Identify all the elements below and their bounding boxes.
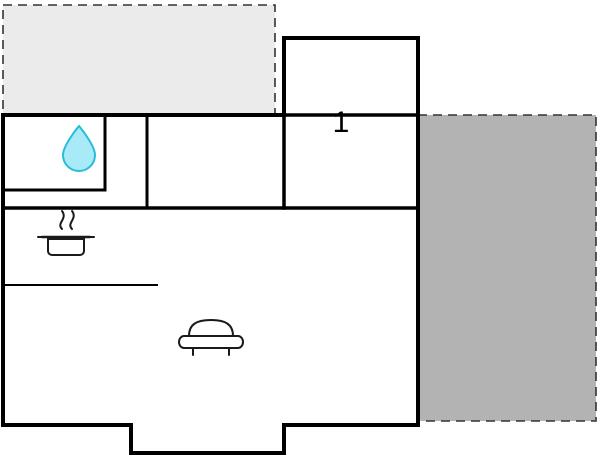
area-terrace-right: [417, 114, 597, 422]
water-drop-shape: [61, 124, 97, 172]
sofa-seat: [178, 335, 244, 349]
sofa-back: [188, 319, 234, 337]
water-drop-icon: [61, 124, 97, 172]
area-terrace-top-left: [2, 4, 276, 116]
wall-kitchen-nook: [1, 113, 107, 192]
terrace-top-left-rect: [2, 4, 276, 116]
cooking-pot-icon: [37, 210, 95, 256]
pot-steam-left: [59, 210, 65, 230]
room-label-1: 1: [333, 106, 350, 139]
terrace-right-rect: [417, 114, 597, 422]
sofa-legs: [192, 347, 230, 356]
interior-walls: [1, 38, 420, 286]
pot-body: [47, 238, 85, 256]
sofa-icon: [178, 319, 244, 356]
pot-steam-right: [69, 210, 75, 230]
